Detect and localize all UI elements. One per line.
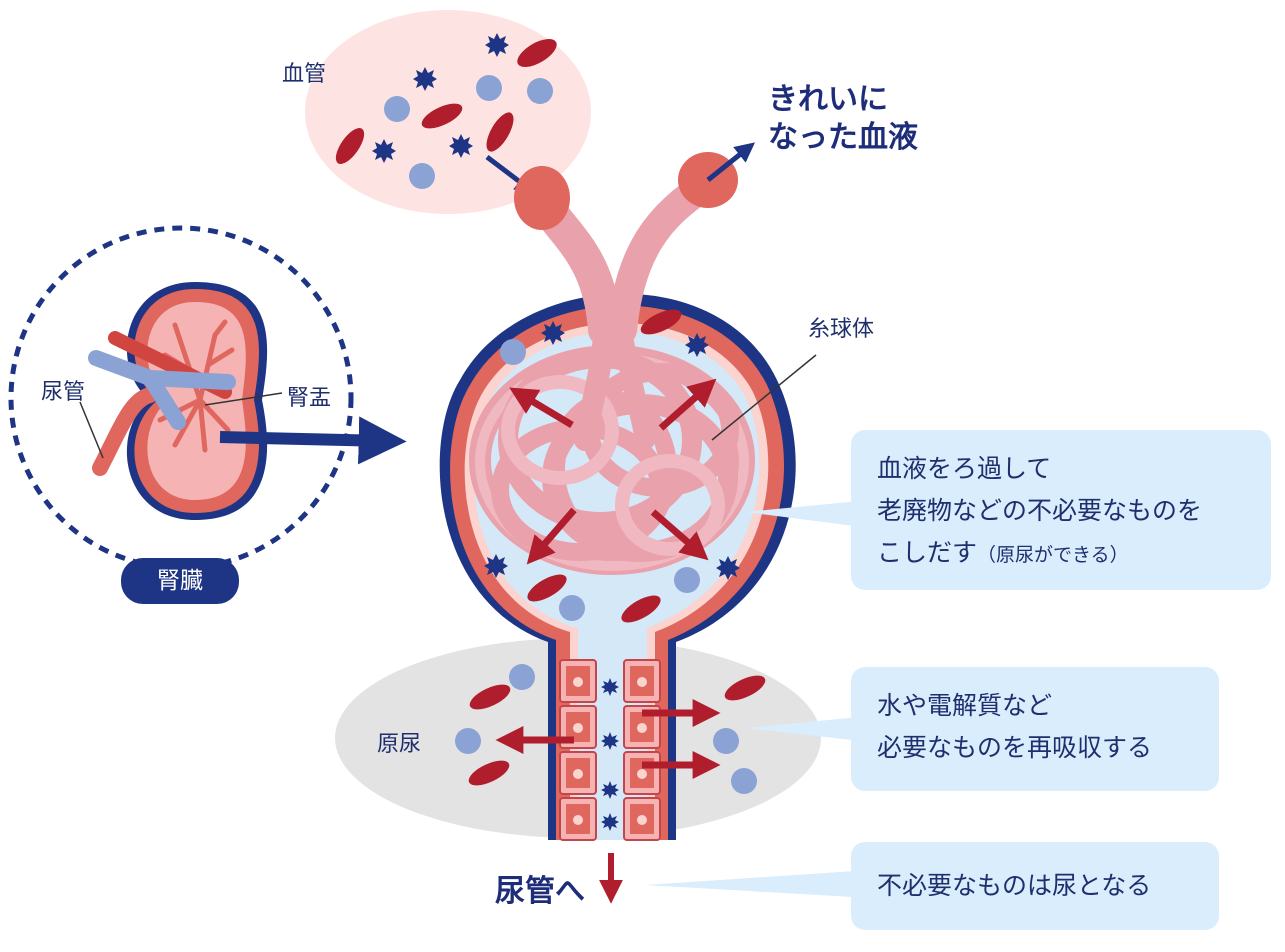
urine-callout: 不必要なものは尿となる — [851, 842, 1219, 930]
filter-callout-line2: 老廃物などの不必要なものを — [877, 496, 1203, 525]
kidney-illustration — [79, 282, 283, 520]
afferent-opening — [514, 166, 570, 230]
filter-callout-line1: 血液をろ過して — [877, 454, 1052, 483]
filter-callout: 血液をろ過して 老廃物などの不必要なものを こしだす（原尿ができる） — [851, 430, 1271, 590]
reabsorb-callout: 水や電解質など 必要なものを再吸収する — [851, 667, 1219, 791]
clean-blood-label-1: きれいに — [768, 82, 888, 117]
urine-callout-line1: 不必要なものは尿となる — [877, 871, 1152, 900]
filter-callout-line3-note: （原尿ができる） — [977, 544, 1129, 566]
reabsorb-callout-line2: 必要なものを再吸収する — [877, 733, 1153, 762]
clean-blood-label-2: なった血液 — [768, 120, 918, 155]
reabsorption-arrows — [495, 699, 721, 779]
tubule-cells — [559, 659, 661, 841]
renal-pelvis-label: 腎盂 — [287, 386, 332, 411]
urine-callout-pointer — [645, 870, 870, 898]
glomerulus-label: 糸球体 — [808, 317, 875, 342]
filter-callout-line3: こしだす（原尿ができる） — [877, 532, 1245, 576]
filter-callout-pointer — [745, 500, 870, 528]
filter-callout-line3-main: こしだす — [877, 538, 978, 567]
reabsorb-callout-line1: 水や電解質など — [877, 691, 1053, 720]
kidney-inset-circle — [8, 225, 354, 571]
capsule-cells — [484, 309, 740, 623]
primary-urine-label: 原尿 — [377, 732, 422, 757]
blood-vessel-cells — [335, 33, 557, 189]
kidney-pill-label: 腎臓 — [121, 558, 239, 604]
reabsorb-callout-pointer — [745, 716, 870, 742]
filtration-arrows — [509, 378, 717, 565]
urine-zone-cells — [455, 664, 766, 794]
outflow-arrow — [706, 142, 756, 182]
to-ureter-label: 尿管へ — [495, 874, 585, 909]
blood-vessel-label: 血管 — [282, 62, 327, 87]
kidney-zoom-arrow — [219, 416, 407, 465]
glomerulus-tuft — [469, 319, 755, 575]
glomerulus-leader — [711, 354, 817, 441]
ureter-label: 尿管 — [41, 380, 86, 405]
